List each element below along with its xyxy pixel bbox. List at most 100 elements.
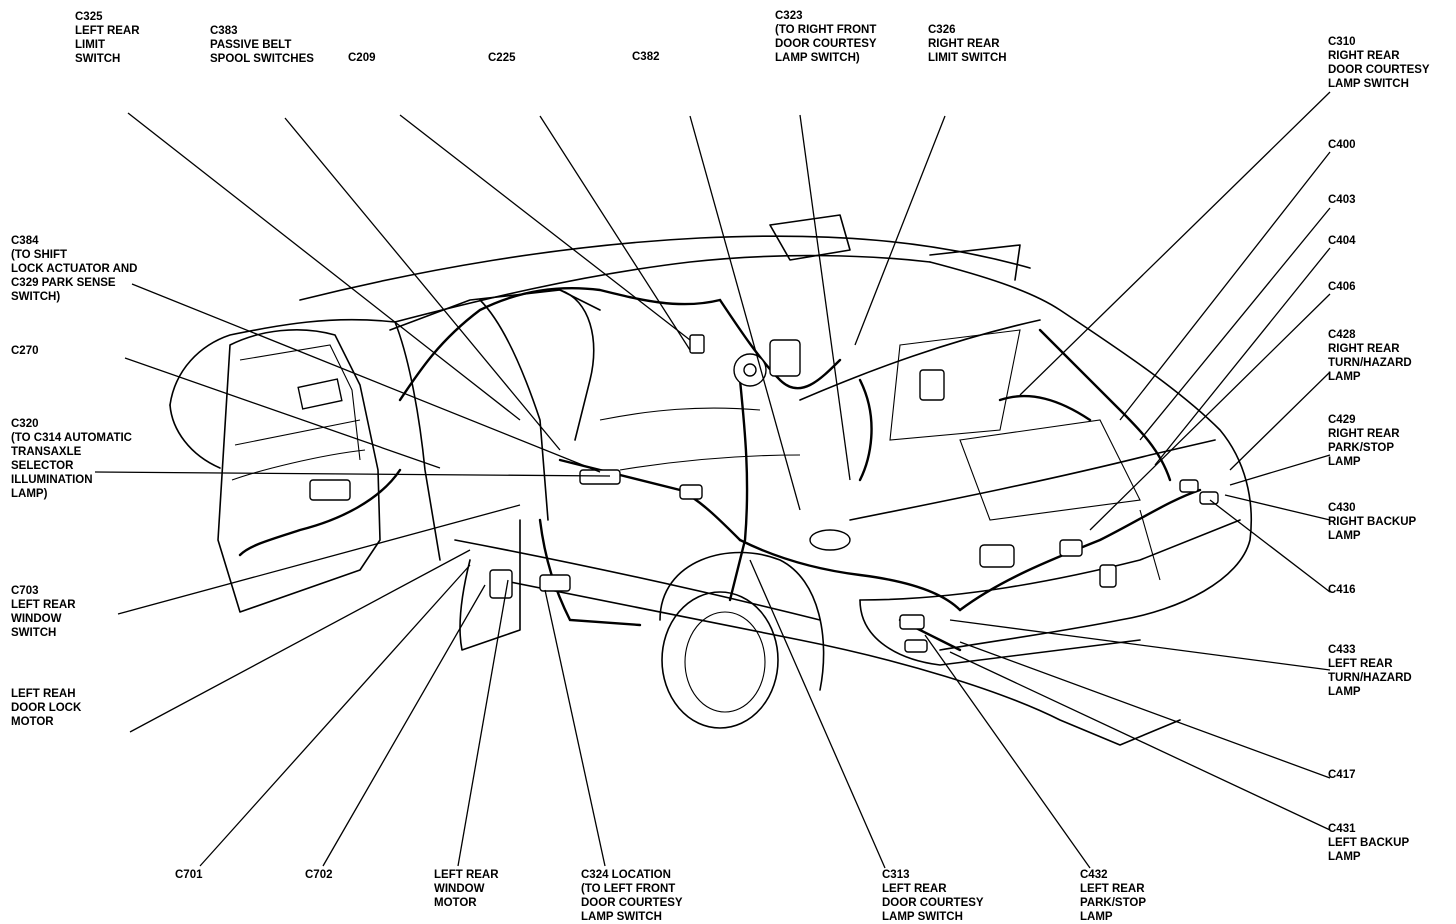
label-c703-line-1: C703: [11, 585, 39, 597]
leader-c406: [1089, 293, 1331, 531]
label-left-rear-door-lock-motor-line-1: LEFT REAH: [11, 688, 76, 700]
leader-c703: [117, 504, 521, 615]
label-c432-line-1: C432: [1080, 869, 1108, 881]
label-left-rear-door-lock-motor: LEFT REAH DOOR LOCK MOTOR: [11, 687, 81, 729]
leader-c403: [1139, 207, 1331, 441]
label-c320-line-4: SELECTOR: [11, 460, 74, 472]
label-c431-line-1: C431: [1328, 823, 1356, 835]
label-c428: C428 RIGHT REAR TURN/HAZARD LAMP: [1328, 328, 1412, 384]
leader-c432: [924, 634, 1091, 869]
label-c324: C324 LOCATION (TO LEFT FRONT DOOR COURTE…: [581, 868, 683, 924]
leader-c382: [689, 115, 801, 511]
label-c323-line-2: (TO RIGHT FRONT: [775, 24, 877, 36]
label-c313-line-4: LAMP SWITCH: [882, 911, 963, 923]
label-c403: C403: [1328, 193, 1356, 207]
label-c384-line-5: SWITCH): [11, 291, 61, 303]
label-c324-line-4: LAMP SWITCH: [581, 911, 662, 923]
label-c433-line-3: TURN/HAZARD: [1328, 672, 1412, 684]
label-c403-line-1: C403: [1328, 194, 1356, 206]
label-c313-line-2: LEFT REAR: [882, 883, 947, 895]
label-c320-line-2: (TO C314 AUTOMATIC: [11, 432, 132, 444]
label-c431-line-2: LEFT BACKUP: [1328, 837, 1410, 849]
label-c310-line-2: RIGHT REAR: [1328, 50, 1400, 62]
label-c325-line-2: LEFT REAR: [75, 25, 140, 37]
label-c323: C323 (TO RIGHT FRONT DOOR COURTESY LAMP …: [775, 9, 877, 65]
leader-c225: [539, 115, 691, 351]
label-c384-line-3: LOCK ACTUATOR AND: [11, 263, 138, 275]
label-c430-line-1: C430: [1328, 502, 1356, 514]
label-c225-line-1: C225: [488, 52, 516, 64]
label-c325-line-4: SWITCH: [75, 53, 121, 65]
leader-c430: [1224, 494, 1331, 521]
label-left-rear-door-lock-motor-line-3: MOTOR: [11, 716, 54, 728]
label-c430-line-2: RIGHT BACKUP: [1328, 516, 1417, 528]
label-c384: C384 (TO SHIFT LOCK ACTUATOR AND C329 PA…: [11, 234, 138, 304]
label-c313-line-3: DOOR COURTESY: [882, 897, 984, 909]
leader-c429: [1229, 454, 1331, 486]
label-c324-line-1: C324 LOCATION: [581, 869, 671, 881]
label-c270: C270: [11, 344, 39, 358]
label-c384-line-4: C329 PARK SENSE: [11, 277, 116, 289]
leader-c383: [284, 117, 561, 451]
label-c702-line-1: C702: [305, 869, 333, 881]
leader-c417: [959, 641, 1331, 779]
label-c406: C406: [1328, 280, 1356, 294]
label-c430: C430 RIGHT BACKUP LAMP: [1328, 501, 1416, 543]
leader-c433: [949, 619, 1331, 671]
label-c429-line-2: RIGHT REAR: [1328, 428, 1400, 440]
label-c310-line-3: DOOR COURTESY: [1328, 64, 1430, 76]
label-c433-line-2: LEFT REAR: [1328, 658, 1393, 670]
label-left-rear-door-lock-motor-line-2: DOOR LOCK: [11, 702, 82, 714]
leader-c320: [94, 471, 611, 477]
label-c703: C703 LEFT REAR WINDOW SWITCH: [11, 584, 76, 640]
leader-c325: [127, 112, 521, 421]
label-left-rear-window-motor: LEFT REAR WINDOW MOTOR: [434, 868, 499, 910]
label-c382-line-1: C382: [632, 51, 660, 63]
label-c417: C417: [1328, 768, 1356, 782]
label-c703-line-2: LEFT REAR: [11, 599, 76, 611]
label-c310-line-1: C310: [1328, 36, 1356, 48]
label-c313: C313 LEFT REAR DOOR COURTESY LAMP SWITCH: [882, 868, 984, 924]
label-c432-line-4: LAMP: [1080, 911, 1113, 923]
label-left-rear-window-motor-line-1: LEFT REAR: [434, 869, 499, 881]
leader-left-rear-window-motor: [457, 579, 509, 867]
label-c326-line-2: RIGHT REAR: [928, 38, 1000, 50]
leader-left-rear-door-lock-motor: [129, 549, 471, 733]
label-c325-line-1: C325: [75, 11, 103, 23]
leader-c324: [544, 589, 606, 867]
label-c433-line-4: LAMP: [1328, 686, 1361, 698]
label-c417-line-1: C417: [1328, 769, 1356, 781]
leader-c209: [399, 114, 691, 341]
label-c324-line-3: DOOR COURTESY: [581, 897, 683, 909]
label-c406-line-1: C406: [1328, 281, 1356, 293]
label-c429-line-3: PARK/STOP: [1328, 442, 1395, 454]
label-c701: C701: [175, 868, 203, 882]
leader-c416: [1209, 499, 1331, 593]
label-c209: C209: [348, 51, 376, 65]
leader-c326: [854, 115, 946, 346]
label-c383-line-3: SPOOL SWITCHES: [210, 53, 314, 65]
label-c326: C326 RIGHT REAR LIMIT SWITCH: [928, 23, 1007, 65]
label-c400: C400: [1328, 138, 1356, 152]
label-c320-line-3: TRANSAXLE: [11, 446, 82, 458]
leader-c431: [949, 651, 1331, 831]
leader-c384: [131, 283, 601, 473]
label-c428-line-2: RIGHT REAR: [1328, 343, 1400, 355]
label-c384-line-2: (TO SHIFT: [11, 249, 68, 261]
label-c416-line-1: C416: [1328, 584, 1356, 596]
label-c432-line-3: PARK/STOP: [1080, 897, 1147, 909]
label-c431: C431 LEFT BACKUP LAMP: [1328, 822, 1409, 864]
label-c429: C429 RIGHT REAR PARK/STOP LAMP: [1328, 413, 1400, 469]
label-c320-line-6: LAMP): [11, 488, 48, 500]
label-c430-line-3: LAMP: [1328, 530, 1361, 542]
label-c323-line-3: DOOR COURTESY: [775, 38, 877, 50]
leader-c400: [1119, 151, 1331, 421]
label-c702: C702: [305, 868, 333, 882]
label-c383: C383 PASSIVE BELT SPOOL SWITCHES: [210, 24, 314, 66]
label-c323-line-1: C323: [775, 10, 803, 22]
label-c323-line-4: LAMP SWITCH): [775, 52, 860, 64]
label-left-rear-window-motor-line-3: MOTOR: [434, 897, 477, 909]
label-c433: C433 LEFT REAR TURN/HAZARD LAMP: [1328, 643, 1412, 699]
label-c431-line-3: LAMP: [1328, 851, 1361, 863]
